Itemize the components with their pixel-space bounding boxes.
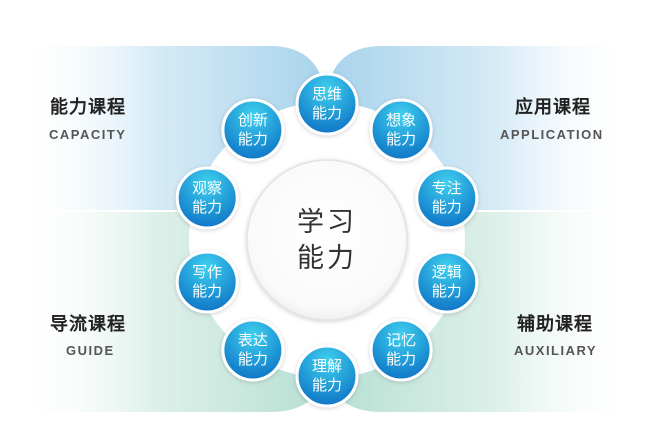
- application-title: 应用课程: [515, 97, 591, 118]
- ability-bubble: [175, 166, 239, 230]
- ability-bubbles: [175, 72, 479, 408]
- ability-bubble: [221, 98, 285, 162]
- guide-subtitle: GUIDE: [66, 343, 115, 358]
- ability-bubble: [221, 318, 285, 382]
- ability-bubble: [415, 250, 479, 314]
- auxiliary-subtitle: AUXILIARY: [514, 343, 598, 358]
- capacity-subtitle: CAPACITY: [49, 127, 127, 142]
- center-label-line1: 学习: [297, 207, 357, 238]
- center-label-line2: 能力: [297, 243, 357, 274]
- application-subtitle: APPLICATION: [500, 127, 604, 142]
- center-label: 学习 能力: [267, 205, 387, 277]
- ability-bubble: [369, 318, 433, 382]
- center-circle: [246, 159, 408, 321]
- ability-bubble: [175, 250, 239, 314]
- ability-bubble: [295, 72, 359, 136]
- auxiliary-title: 辅助课程: [517, 314, 593, 335]
- ability-bubble: [295, 344, 359, 408]
- capacity-title: 能力课程: [50, 97, 126, 118]
- ability-bubble: [415, 166, 479, 230]
- ability-bubble: [369, 98, 433, 162]
- guide-title: 导流课程: [50, 314, 126, 335]
